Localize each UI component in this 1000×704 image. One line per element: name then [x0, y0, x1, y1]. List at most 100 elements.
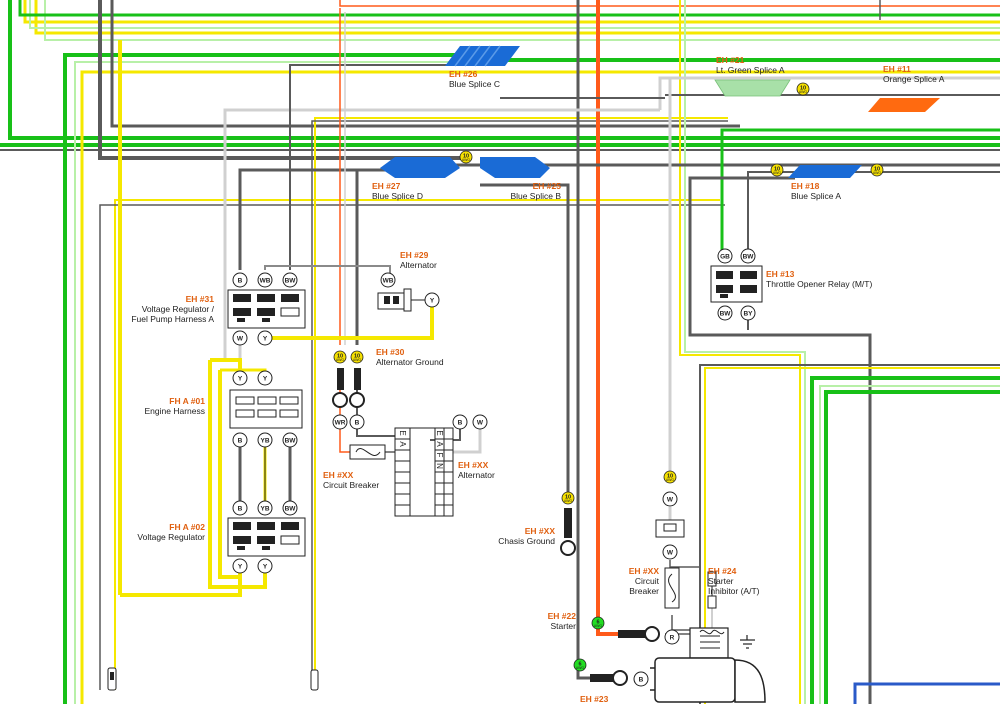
eh31-code: EH #31: [186, 294, 215, 304]
splice-eh21: [714, 79, 791, 97]
svg-text:AWG: AWG: [799, 90, 808, 94]
eh31-name-1: Voltage Regulator /: [142, 304, 215, 314]
pin-eh13-bottom-2: BY: [740, 305, 756, 321]
pin-fha01-top-1: Y: [232, 370, 248, 386]
svg-text:B: B: [639, 676, 644, 683]
alt-left-2: A: [398, 441, 407, 447]
alt-right-2: A: [435, 441, 444, 447]
pin-eh13-top-2: BW: [740, 248, 756, 264]
labels: EH #26 Blue Splice C EH #21 Lt. Green Sp…: [131, 55, 944, 704]
svg-text:BW: BW: [285, 277, 297, 284]
eh11-code: EH #11: [883, 64, 911, 74]
alt-code: EH #XX: [458, 460, 489, 470]
pin-eh31-bottom-2: Y: [257, 330, 273, 346]
pin-eh29-2: Y: [424, 292, 440, 308]
eh24-code: EH #24: [708, 566, 737, 576]
eh21-code: EH #21: [716, 55, 745, 65]
splice-eh18: [788, 165, 862, 178]
splice-eh11: [868, 98, 940, 112]
svg-text:B: B: [238, 277, 243, 284]
eh18-code: EH #18: [791, 181, 820, 191]
svg-text:W: W: [477, 419, 484, 426]
svg-text:Y: Y: [238, 563, 243, 570]
fha02-code: FH A #02: [169, 522, 205, 532]
eh30-code: EH #30: [376, 347, 405, 357]
chasis-name: Chasis Ground: [498, 536, 555, 546]
svg-text:10: 10: [874, 167, 880, 173]
eh30-name: Alternator Ground: [376, 357, 444, 367]
eh26-name: Blue Splice C: [449, 79, 500, 89]
pin-fha01-top-2: Y: [257, 370, 273, 386]
svg-text:B: B: [238, 505, 243, 512]
svg-text:10: 10: [667, 474, 673, 480]
svg-text:BW: BW: [285, 505, 297, 512]
pin-eh31-bottom-1: W: [232, 330, 248, 346]
relay-connector: [655, 519, 685, 538]
pin-fha01-bottom-2: YB: [257, 432, 273, 448]
cb2-name-2: Breaker: [629, 586, 659, 596]
alt-right-1: E: [435, 430, 444, 435]
cb1-name: Circuit Breaker: [323, 480, 379, 490]
fha01-code: FH A #01: [169, 396, 205, 406]
svg-text:YB: YB: [260, 505, 269, 512]
circuit-breaker-2: [664, 567, 680, 609]
svg-text:10: 10: [354, 354, 360, 360]
connector-fha02: [227, 517, 306, 557]
circuit-breaker-1: [349, 444, 386, 460]
svg-text:Y: Y: [263, 563, 268, 570]
eh26-code: EH #26: [449, 69, 478, 79]
svg-text:GB: GB: [720, 253, 730, 260]
alt-left-1: E: [398, 430, 407, 435]
pin-cb1-1: WR: [332, 414, 348, 430]
svg-text:WB: WB: [260, 277, 271, 284]
svg-text:AWG: AWG: [336, 358, 345, 362]
cb2-name-1: Circuit: [635, 576, 660, 586]
fha01-name: Engine Harness: [145, 406, 205, 416]
eh23-code: EH #23: [580, 694, 609, 704]
svg-text:WB: WB: [383, 277, 394, 284]
svg-text:AWG: AWG: [873, 171, 882, 175]
connector-eh29: [377, 288, 425, 312]
pin-fha02-top-3: BW: [282, 500, 298, 516]
alternator-ground-terminals: [332, 368, 365, 408]
svg-text:AWG: AWG: [462, 158, 471, 162]
pin-starter-2: B: [633, 671, 649, 687]
alt-name: Alternator: [458, 470, 495, 480]
splice-eh26: [445, 45, 520, 67]
starter-motor: [650, 627, 766, 703]
svg-text:10: 10: [337, 354, 343, 360]
connector-eh31: [227, 289, 306, 329]
eh31-name-2: Fuel Pump Harness A: [131, 314, 214, 324]
eh29-name: Alternator: [400, 260, 437, 270]
eh13-code: EH #13: [766, 269, 795, 279]
svg-text:BW: BW: [720, 310, 732, 317]
svg-text:W: W: [667, 549, 674, 556]
svg-text:6: 6: [596, 620, 599, 626]
chasis-ground-terminal: [560, 508, 576, 556]
svg-text:B: B: [238, 437, 243, 444]
pin-eh13-bottom-1: BW: [717, 305, 733, 321]
chasis-code: EH #XX: [525, 526, 556, 536]
pin-eh13-top-1: GB: [717, 248, 733, 264]
pin-eh29-1: WB: [380, 272, 396, 288]
svg-text:AWG: AWG: [564, 499, 573, 503]
svg-text:Y: Y: [263, 335, 268, 342]
pin-fha02-bottom-1: Y: [232, 558, 248, 574]
svg-text:10: 10: [565, 495, 571, 501]
svg-text:W: W: [237, 335, 244, 342]
pin-alt-2: W: [472, 414, 488, 430]
svg-text:Y: Y: [430, 297, 435, 304]
eh25-code: EH #25: [533, 181, 562, 191]
pin-eh31-top-1: B: [232, 272, 248, 288]
svg-text:B: B: [458, 419, 463, 426]
eh11-name: Orange Splice A: [883, 74, 945, 84]
eh27-code: EH #27: [372, 181, 401, 191]
